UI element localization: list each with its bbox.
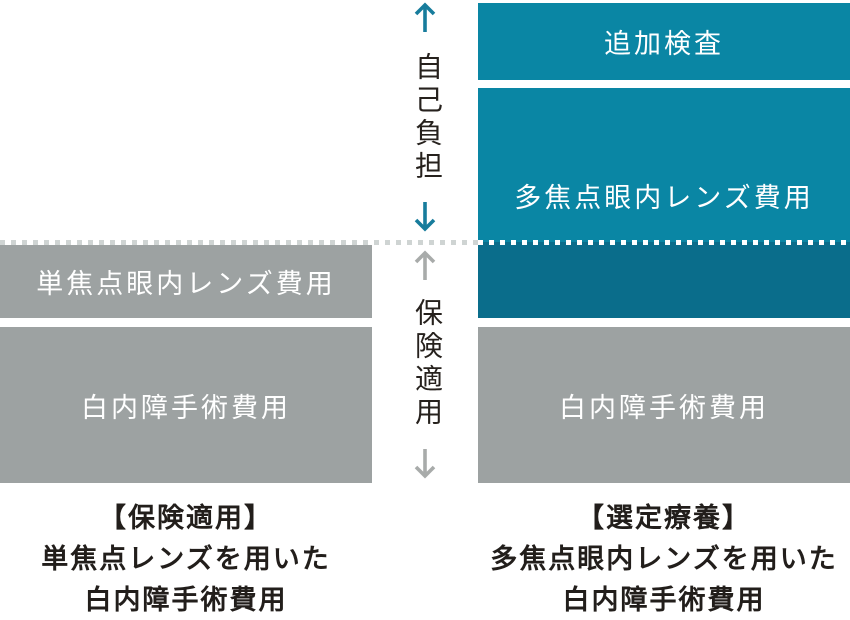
block-surgery-cost-left: 白内障手術費用 bbox=[0, 327, 372, 483]
block-surgery-cost-right-label: 白内障手術費用 bbox=[559, 392, 769, 423]
insurance-down-arrow-icon bbox=[413, 448, 437, 484]
left-caption-line-1: 【保険適用】 bbox=[99, 503, 273, 533]
right-column-caption: 【選定療養】 多焦点眼内レンズを用いた 白内障手術費用 bbox=[478, 498, 850, 620]
insurance-up-arrow-icon bbox=[413, 250, 437, 286]
right-caption-line-1: 【選定療養】 bbox=[577, 503, 751, 533]
block-additional-exam-label: 追加検査 bbox=[604, 29, 724, 59]
insurance-axis-label: 保険適用 bbox=[412, 298, 443, 430]
right-caption-line-2: 多焦点眼内レンズを用いた bbox=[490, 544, 838, 574]
self-pay-axis-label: 自己負担 bbox=[412, 52, 443, 184]
multifocal-lens-insured-portion bbox=[478, 242, 850, 318]
insurance-boundary-dash-left bbox=[0, 240, 478, 245]
left-caption-line-2: 単焦点レンズを用いた bbox=[41, 544, 331, 574]
self-pay-down-arrow-icon bbox=[413, 201, 437, 237]
block-surgery-cost-left-label: 白内障手術費用 bbox=[81, 392, 291, 423]
insurance-boundary-dash-right bbox=[478, 240, 850, 245]
left-column-caption: 【保険適用】 単焦点レンズを用いた 白内障手術費用 bbox=[0, 498, 372, 620]
block-monofocal-lens-cost-label: 単焦点眼内レンズ費用 bbox=[36, 269, 336, 299]
block-multifocal-lens-cost-label: 多焦点眼内レンズ費用 bbox=[514, 183, 814, 213]
block-monofocal-lens-cost: 単焦点眼内レンズ費用 bbox=[0, 245, 372, 318]
right-caption-line-3: 白内障手術費用 bbox=[562, 585, 766, 615]
block-additional-exam: 追加検査 bbox=[478, 3, 850, 80]
block-multifocal-lens-cost: 多焦点眼内レンズ費用 bbox=[478, 88, 850, 318]
block-surgery-cost-right: 白内障手術費用 bbox=[478, 327, 850, 483]
left-caption-line-3: 白内障手術費用 bbox=[84, 585, 288, 615]
self-pay-up-arrow-icon bbox=[413, 2, 437, 38]
